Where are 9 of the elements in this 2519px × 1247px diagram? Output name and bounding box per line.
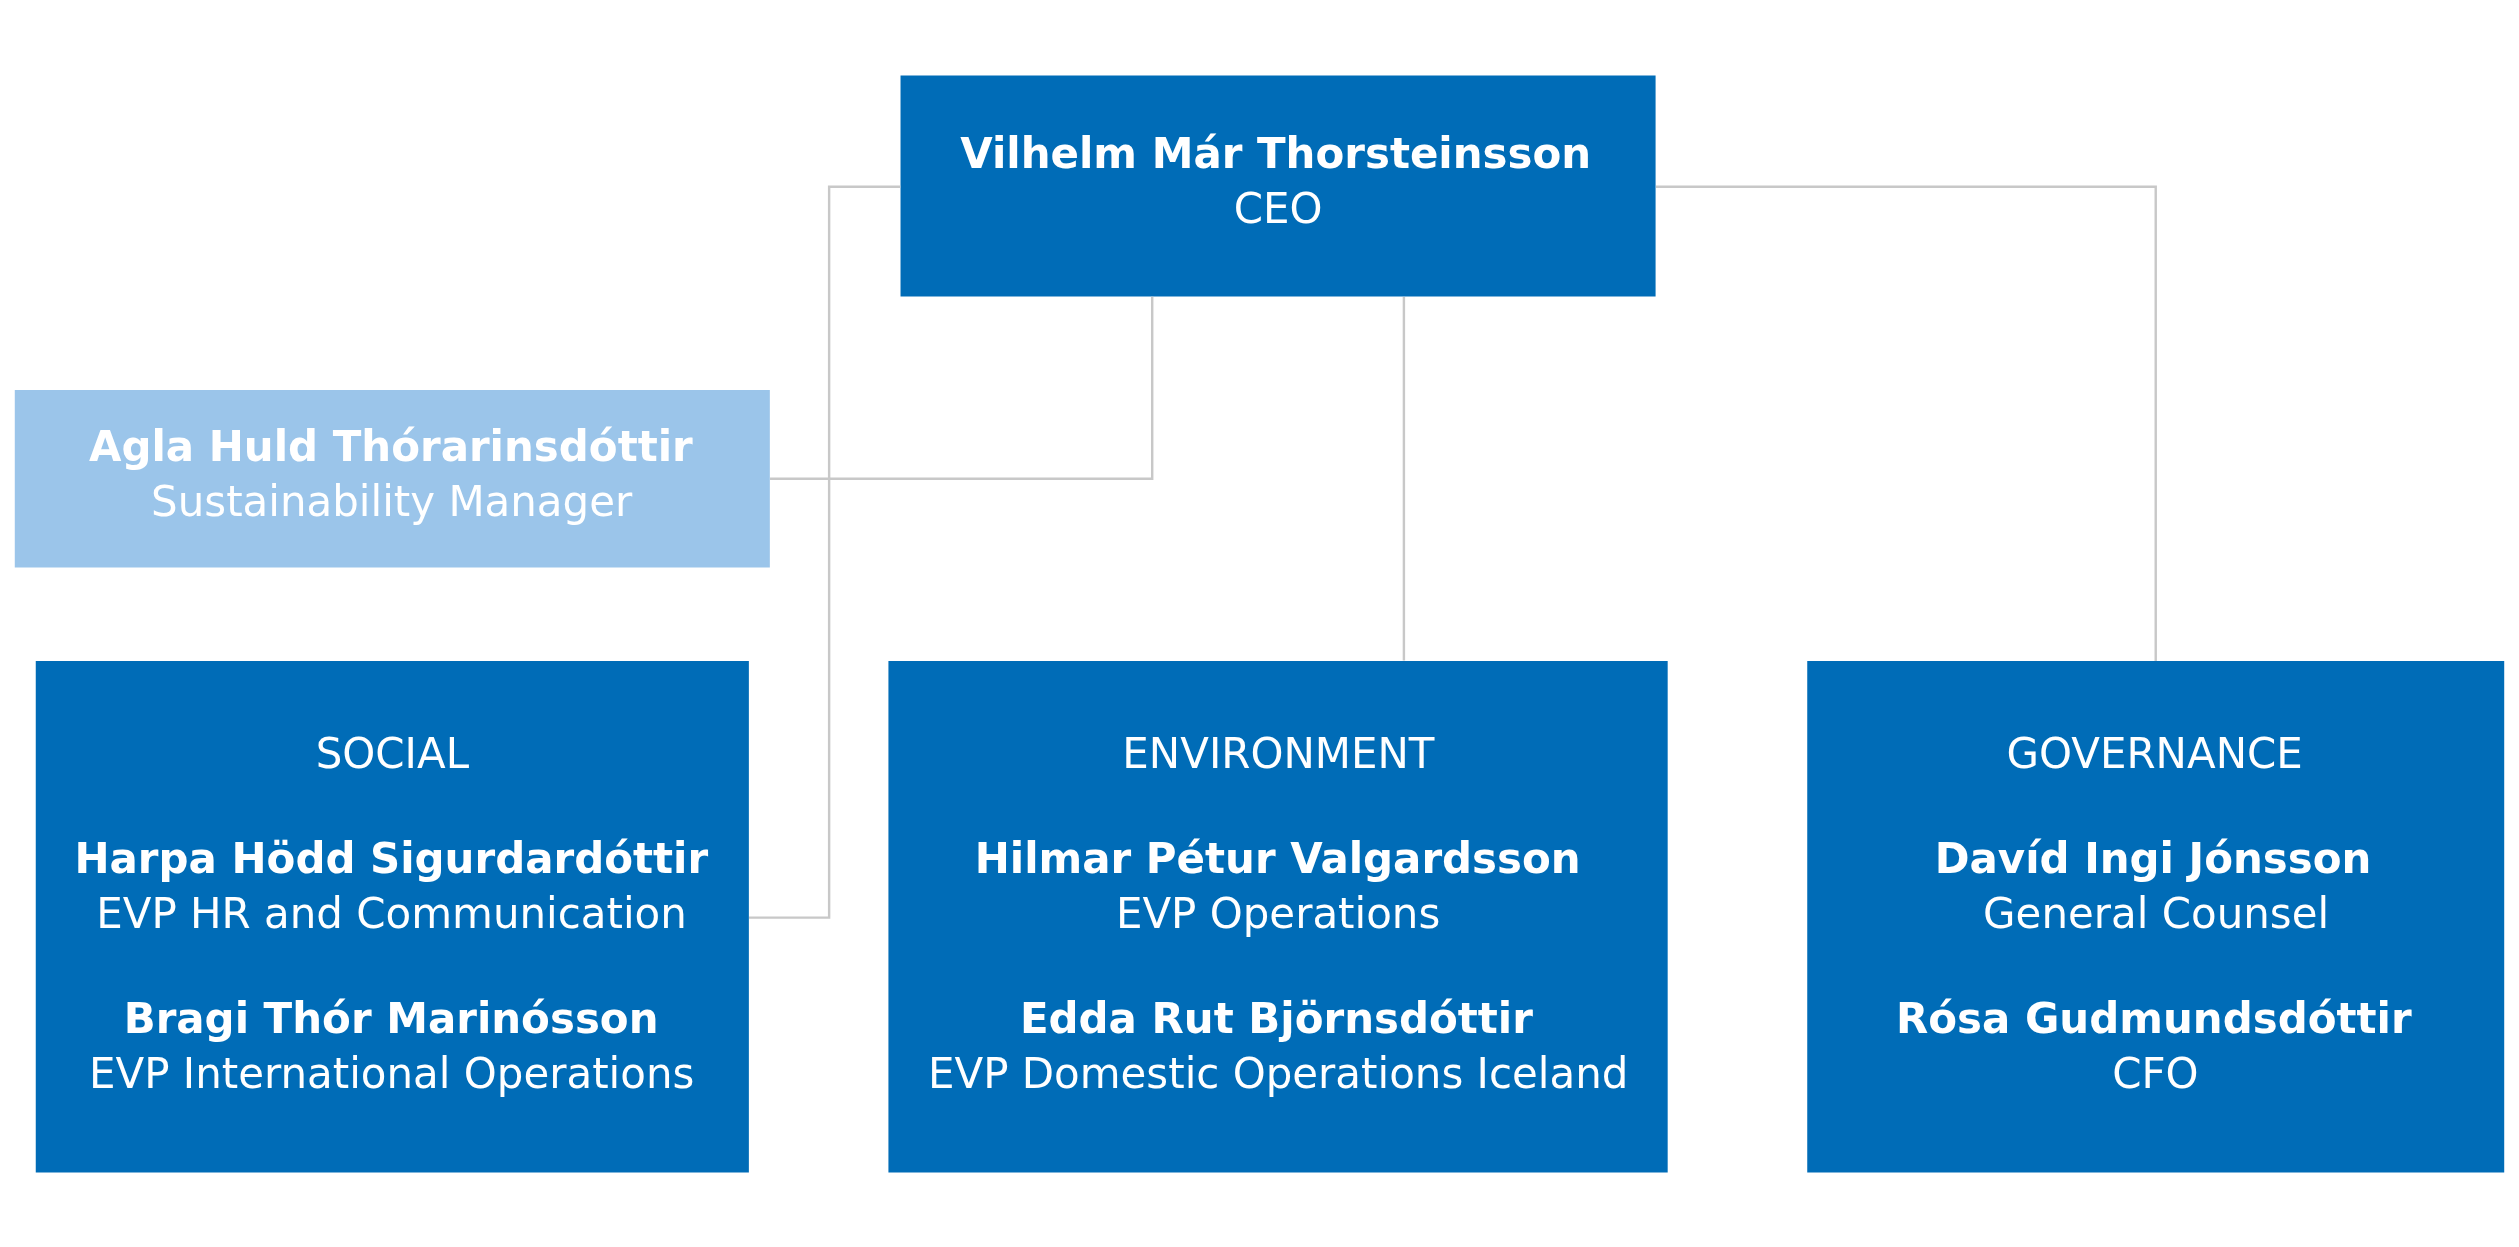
connector bbox=[1656, 185, 2157, 661]
node-box: Vilhelm Már Thorsteinsson CEO bbox=[900, 74, 1656, 296]
connector bbox=[749, 185, 901, 919]
node-box: Agla Huld Thórarinsdóttir Sustainability Manager bbox=[14, 389, 770, 568]
connector bbox=[1402, 296, 1406, 661]
node-box: ENVIRONMENT Hilmar Pétur Valgardsson EVP Operations Edda Rut Björnsdóttir EVP Domestic Operations Iceland bbox=[888, 660, 1668, 1173]
connector bbox=[770, 296, 1154, 480]
node-box: SOCIAL Harpa Hödd Sigurdardóttir EVP HR and Communication Bragi Thór Marinósson EVP International Operations bbox=[35, 660, 749, 1173]
node-box: GOVERNANCE Davíd Ingi Jónsson General Counsel Rósa Gudmundsdóttir CFO bbox=[1807, 660, 2505, 1173]
